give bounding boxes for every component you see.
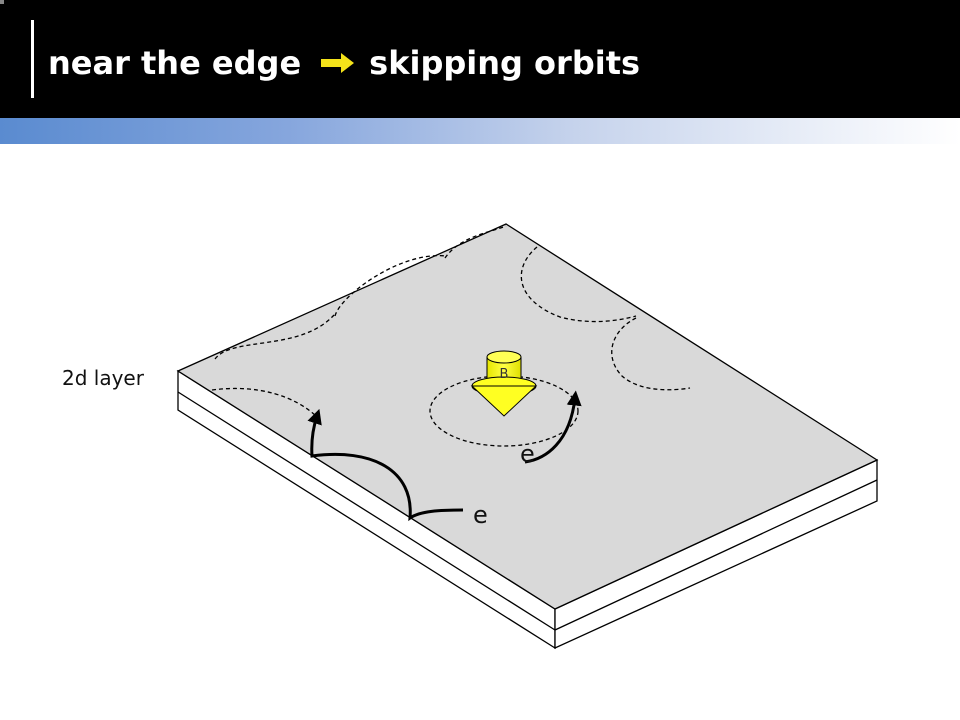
skipping-orbit-arc xyxy=(444,225,507,259)
skipping-orbit-arc xyxy=(334,255,447,317)
field-label: B xyxy=(500,367,509,382)
layer-label: 2d layer xyxy=(62,366,144,390)
magnetic-field-arrow-icon: B xyxy=(470,350,538,417)
skipping-orbit-arc xyxy=(611,317,691,391)
slab-top-surface xyxy=(176,223,879,610)
skipping-orbit-arc xyxy=(211,387,319,419)
bulk-electron-label: e xyxy=(520,440,535,468)
bulk-electron-path xyxy=(524,390,582,464)
skipping-orbit-arc xyxy=(214,314,335,360)
skipping-orbit-arc xyxy=(520,246,637,323)
edge-electron-label: e xyxy=(473,501,488,529)
cyclotron-orbit xyxy=(429,375,579,447)
title-accent-bar xyxy=(31,20,34,98)
edge-electron-path xyxy=(307,408,464,522)
title-bar: near the edge skipping orbits xyxy=(0,0,960,118)
title-right: skipping orbits xyxy=(369,44,641,82)
right-arrow-icon xyxy=(321,44,355,82)
slab-front-divider xyxy=(177,391,556,631)
title-left: near the edge xyxy=(48,44,302,82)
header-gradient-band xyxy=(0,118,960,144)
slab-right-divider xyxy=(554,479,878,631)
edge-skipping-orbits xyxy=(211,225,691,419)
corner-mark xyxy=(0,0,4,4)
slide-title: near the edge skipping orbits xyxy=(48,38,640,88)
